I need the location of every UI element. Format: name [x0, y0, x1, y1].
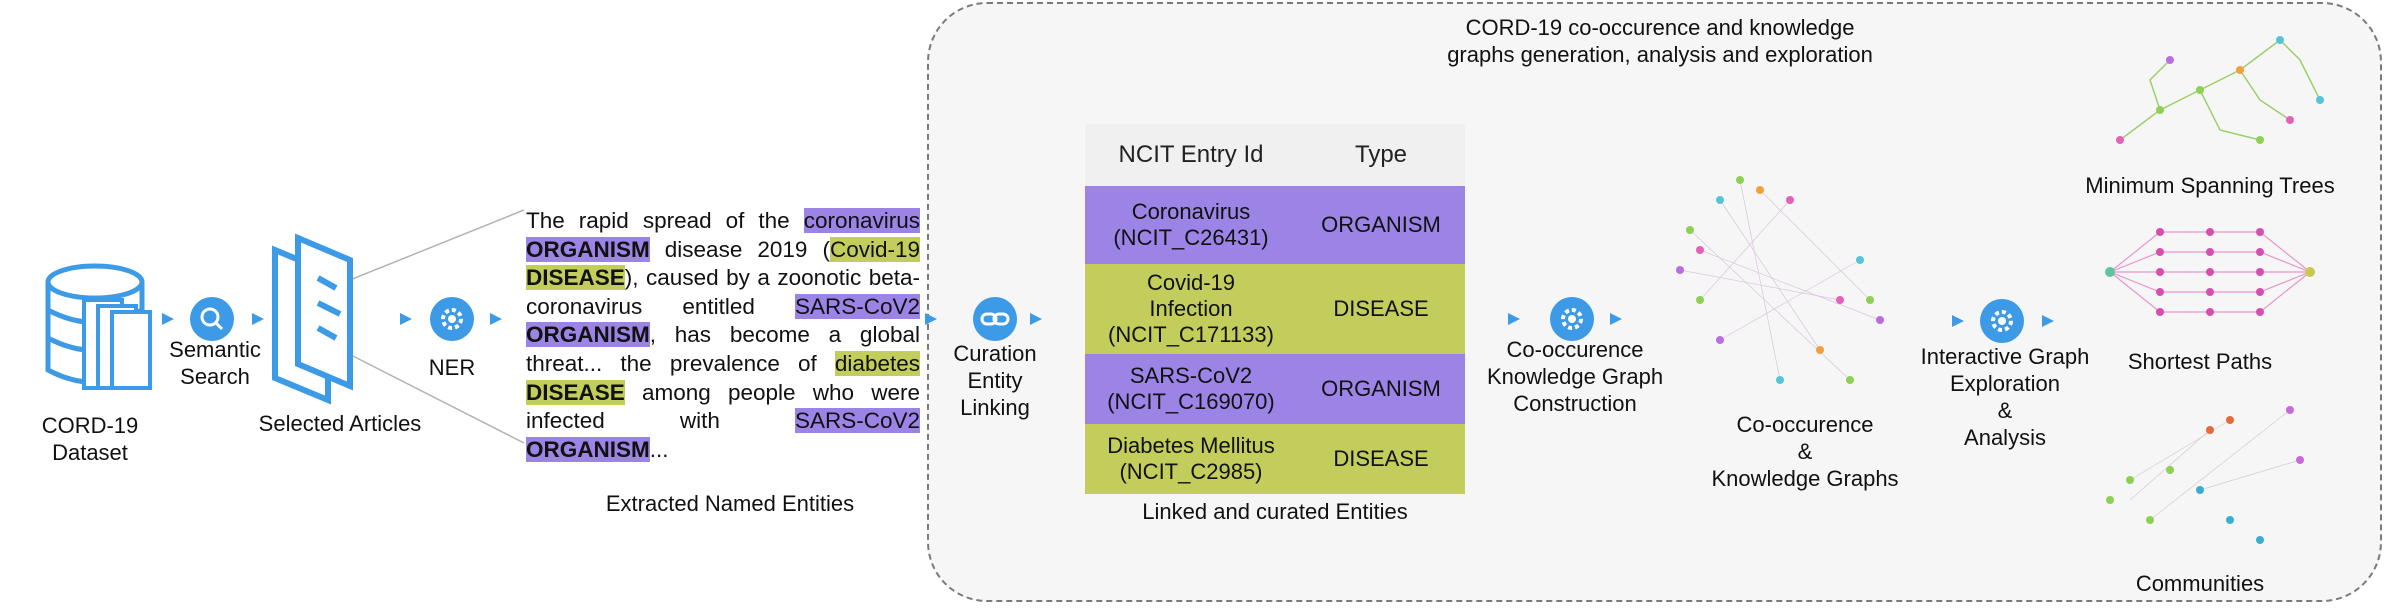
graphs-line2: &: [1797, 439, 1813, 464]
entry-id-line: SARS-CoV2: [1129, 363, 1253, 388]
entity-type: DISEASE: [526, 265, 625, 291]
arrow: [400, 313, 412, 325]
semantic-search-line2: Search: [180, 364, 250, 389]
dataset-label-line1: CORD-19: [41, 413, 139, 438]
entry-id-line: Diabetes Mellitus: [1107, 433, 1275, 458]
ncit-table: NCIT Entry Id Type Coronavirus (NCIT_C26…: [1085, 124, 1465, 494]
co-occurence-graph-nodes: [1676, 176, 1884, 384]
entity-mention: SARS-CoV2: [794, 293, 920, 319]
curation-line1: Curation: [953, 341, 1037, 366]
graphs-line3: Knowledge Graphs: [1711, 466, 1899, 491]
arrow: [252, 313, 264, 325]
entity-mention: coronavirus: [803, 208, 920, 233]
exploration-line3: &: [1997, 398, 2013, 423]
graphs-label: Co-occurence & Knowledge Graphs: [1680, 411, 1930, 492]
panel-title-line1: CORD-19 co-occurence and knowledge: [1465, 15, 1855, 40]
gear-icon: [1550, 297, 1594, 341]
construction-line1: Co-occurence: [1506, 337, 1644, 362]
arrow: [925, 313, 937, 325]
gear-icon: [1980, 299, 2024, 343]
type-cell: DISEASE: [1297, 264, 1465, 354]
type-cell: ORGANISM: [1297, 186, 1465, 264]
text-span: disease 2019 (: [649, 236, 830, 262]
shortest-paths-nodes: [2105, 228, 2315, 316]
entity-type: ORGANISM: [526, 322, 650, 348]
communities-label: Communities: [2135, 571, 2265, 596]
arrow: [162, 313, 174, 325]
entry-id-cell: Diabetes Mellitus (NCIT_C2985): [1085, 424, 1297, 494]
curation-label: Curation Entity Linking: [930, 340, 1060, 421]
entity-mention: Covid-19: [829, 236, 920, 262]
entity-type: ORGANISM: [526, 436, 650, 462]
entry-id-line: Infection: [1149, 296, 1233, 321]
text-span: among people who were infected with: [526, 379, 920, 434]
entry-id-cell: Coronavirus (NCIT_C26431): [1085, 186, 1297, 264]
mst-label: Minimum Spanning Trees: [2085, 173, 2335, 198]
co-occurence-graph: [1679, 179, 1881, 381]
table-row: Covid-19 Infection (NCIT_C171133) DISEAS…: [1085, 264, 1465, 354]
text-span: The rapid spread of the: [526, 208, 804, 233]
construction-label: Co-occurence Knowledge Graph Constructio…: [1475, 336, 1675, 417]
panel-title-line2: graphs generation, analysis and explorat…: [1447, 42, 1873, 67]
type-cell: DISEASE: [1297, 424, 1465, 494]
entity-mention: diabetes: [834, 350, 920, 376]
communities-nodes: [2106, 406, 2304, 544]
arrow: [1952, 315, 1964, 327]
entry-id-line: Coronavirus: [1131, 199, 1251, 224]
semantic-search-label: Semantic Search: [150, 336, 280, 390]
dataset-label: CORD-19 Dataset: [20, 412, 160, 466]
documents-icon: [272, 233, 353, 405]
exploration-line1: Interactive Graph: [1920, 344, 2090, 369]
entry-id-line: (NCIT_C2985): [1119, 459, 1263, 484]
construction-line3: Construction: [1513, 391, 1637, 416]
selected-articles-label: Selected Articles: [258, 411, 422, 436]
exploration-line2: Exploration: [1949, 371, 2061, 396]
entity-mention: SARS-CoV2: [794, 408, 920, 434]
annotated-text: The rapid spread of the coronavirus ORGA…: [526, 207, 920, 464]
construction-line2: Knowledge Graph: [1486, 364, 1664, 389]
text-span: , has become a global threat... the prev…: [526, 322, 920, 376]
extracted-entities-label: Extracted Named Entities: [605, 491, 855, 516]
table-header: NCIT Entry Id Type: [1085, 124, 1465, 186]
text-span: ...: [649, 436, 669, 462]
exploration-label: Interactive Graph Exploration & Analysis: [1900, 343, 2110, 451]
arrow: [1508, 313, 1520, 325]
curation-line2: Entity Linking: [960, 368, 1030, 420]
spanning-tree-thumb: [2119, 39, 2321, 141]
header-entry-id: NCIT Entry Id: [1085, 124, 1297, 186]
entry-id-line: (NCIT_C169070): [1107, 389, 1275, 414]
search-icon: [190, 297, 234, 341]
entry-id-line: (NCIT_C171133): [1108, 322, 1274, 347]
type-cell: ORGANISM: [1297, 354, 1465, 424]
header-type: Type: [1297, 124, 1465, 186]
arrow: [1610, 313, 1622, 325]
entry-id-line: Covid-19: [1146, 270, 1236, 295]
table-row: Coronavirus (NCIT_C26431) ORGANISM: [1085, 186, 1465, 264]
table-row: Diabetes Mellitus (NCIT_C2985) DISEASE: [1085, 424, 1465, 494]
ner-label: NER: [428, 355, 476, 380]
arrow: [2042, 315, 2054, 327]
spanning-tree-nodes: [2116, 36, 2324, 144]
graphs-line1: Co-occurence: [1736, 412, 1874, 437]
arrow: [490, 313, 502, 325]
link-icon: [973, 297, 1017, 341]
linked-entities-label: Linked and curated Entities: [1142, 499, 1408, 524]
table-row: SARS-CoV2 (NCIT_C169070) ORGANISM: [1085, 354, 1465, 424]
exploration-line4: Analysis: [1964, 425, 2046, 450]
arrow: [1030, 313, 1042, 325]
entity-type: DISEASE: [526, 379, 625, 405]
semantic-search-line1: Semantic: [169, 337, 261, 362]
documents-icon: [82, 298, 152, 390]
communities-thumb: [2129, 409, 2301, 521]
entry-id-line: (NCIT_C26431): [1113, 225, 1269, 250]
entry-id-cell: SARS-CoV2 (NCIT_C169070): [1085, 354, 1297, 424]
entity-type: ORGANISM: [526, 236, 650, 262]
dataset-label-line2: Dataset: [52, 440, 128, 465]
panel-title: CORD-19 co-occurence and knowledge graph…: [1380, 14, 1940, 68]
shortest-paths-label: Shortest Paths: [2127, 349, 2273, 374]
entry-id-cell: Covid-19 Infection (NCIT_C171133): [1085, 264, 1297, 354]
text-span: ), caused by a zoonotic beta-coronavirus…: [526, 265, 920, 319]
gear-icon: [430, 297, 474, 341]
